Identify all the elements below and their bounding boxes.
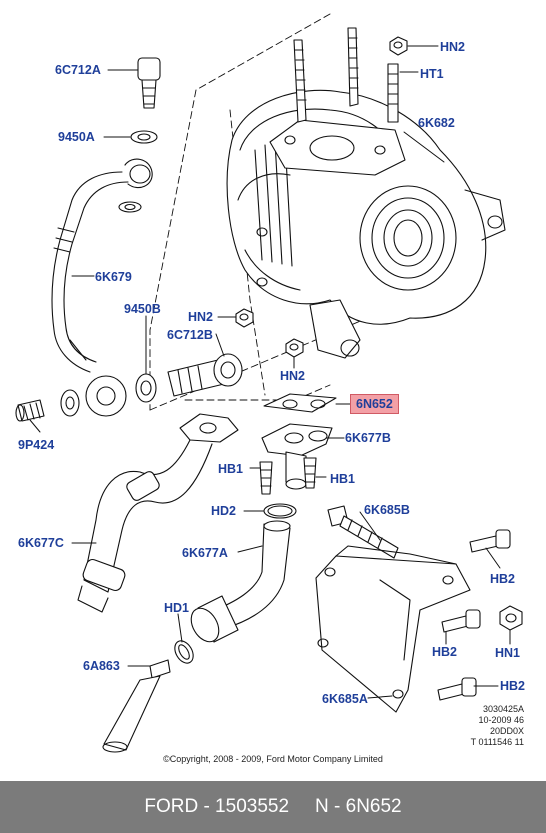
studs-top	[293, 27, 399, 123]
reference-meta: 3030425A 10-2009 46 20DD0X T 0111546 11	[471, 704, 524, 748]
callout-hb2-mid: HB2	[432, 645, 458, 659]
callout-hn2-top: HN2	[440, 40, 466, 54]
footer-bar: FORD - 1503552 N - 6N652	[0, 781, 546, 833]
meta-line-4: T 0111546 11	[470, 737, 524, 747]
oil-feed-pipe	[51, 57, 161, 417]
clip-hd1	[174, 640, 194, 664]
bolts-hb2	[437, 529, 511, 701]
turbocharger	[226, 89, 506, 359]
meta-line-2: 10-2009 46	[478, 715, 524, 725]
callout-6k682: 6K682	[418, 116, 455, 130]
callout-hd1: HD1	[164, 601, 190, 615]
bolts-hb1	[259, 457, 317, 495]
callout-6n652-highlighted: 6N652	[350, 394, 399, 414]
callout-6k685b: 6K685B	[364, 503, 410, 517]
callout-6c712a: 6C712A	[55, 63, 101, 77]
bracket-6k685a	[315, 545, 471, 713]
nut-hn2-mid	[285, 338, 304, 358]
clip-hd2	[263, 503, 297, 519]
oil-return-pipe-6k677a	[190, 520, 291, 643]
callout-hb1-left: HB1	[218, 462, 244, 476]
oil-filter-9p424	[15, 399, 45, 422]
callout-6k677b: 6K677B	[345, 431, 391, 445]
callout-hd2: HD2	[211, 504, 237, 518]
callout-9450a: 9450A	[58, 130, 95, 144]
callout-6k677c: 6K677C	[18, 536, 64, 550]
footer-part-code: N - 6N652	[315, 796, 402, 817]
dipstick-tube-6a863	[102, 659, 171, 753]
nut-hn2-left	[235, 308, 254, 328]
callout-6k679: 6K679	[95, 270, 132, 284]
callout-9p424: 9P424	[18, 438, 55, 452]
nut-hn2-top	[389, 36, 408, 56]
gasket-6n652	[263, 393, 337, 413]
callout-6k685a: 6K685A	[322, 692, 368, 706]
leader-lines	[29, 45, 511, 699]
nut-hn1	[499, 605, 523, 631]
copyright-notice: ©Copyright, 2008 - 2009, Ford Motor Comp…	[163, 754, 383, 764]
callout-hb1-right: HB1	[330, 472, 356, 486]
flange-6k677b	[261, 423, 333, 490]
callout-hn2-left: HN2	[188, 310, 214, 324]
callout-6a863: 6A863	[83, 659, 120, 673]
bolt-6k685b	[327, 505, 399, 559]
meta-line-1: 3030425A	[482, 704, 524, 714]
callout-6k677a: 6K677A	[182, 546, 228, 560]
callout-hb2-top: HB2	[490, 572, 516, 586]
banjo-bolt-6c712b	[167, 353, 243, 397]
oil-return-hose-6k677c	[77, 413, 239, 613]
callout-hb2-bottom: HB2	[500, 679, 526, 693]
meta-line-3: 20DD0X	[489, 726, 524, 736]
callout-hn1: HN1	[495, 646, 521, 660]
exploded-parts-diagram	[15, 13, 523, 753]
callout-6c712b: 6C712B	[167, 328, 213, 342]
callout-9450b: 9450B	[124, 302, 161, 316]
callout-ht1: HT1	[420, 67, 444, 81]
footer-part-number: FORD - 1503552	[144, 796, 290, 817]
callout-hn2-mid: HN2	[280, 369, 306, 383]
